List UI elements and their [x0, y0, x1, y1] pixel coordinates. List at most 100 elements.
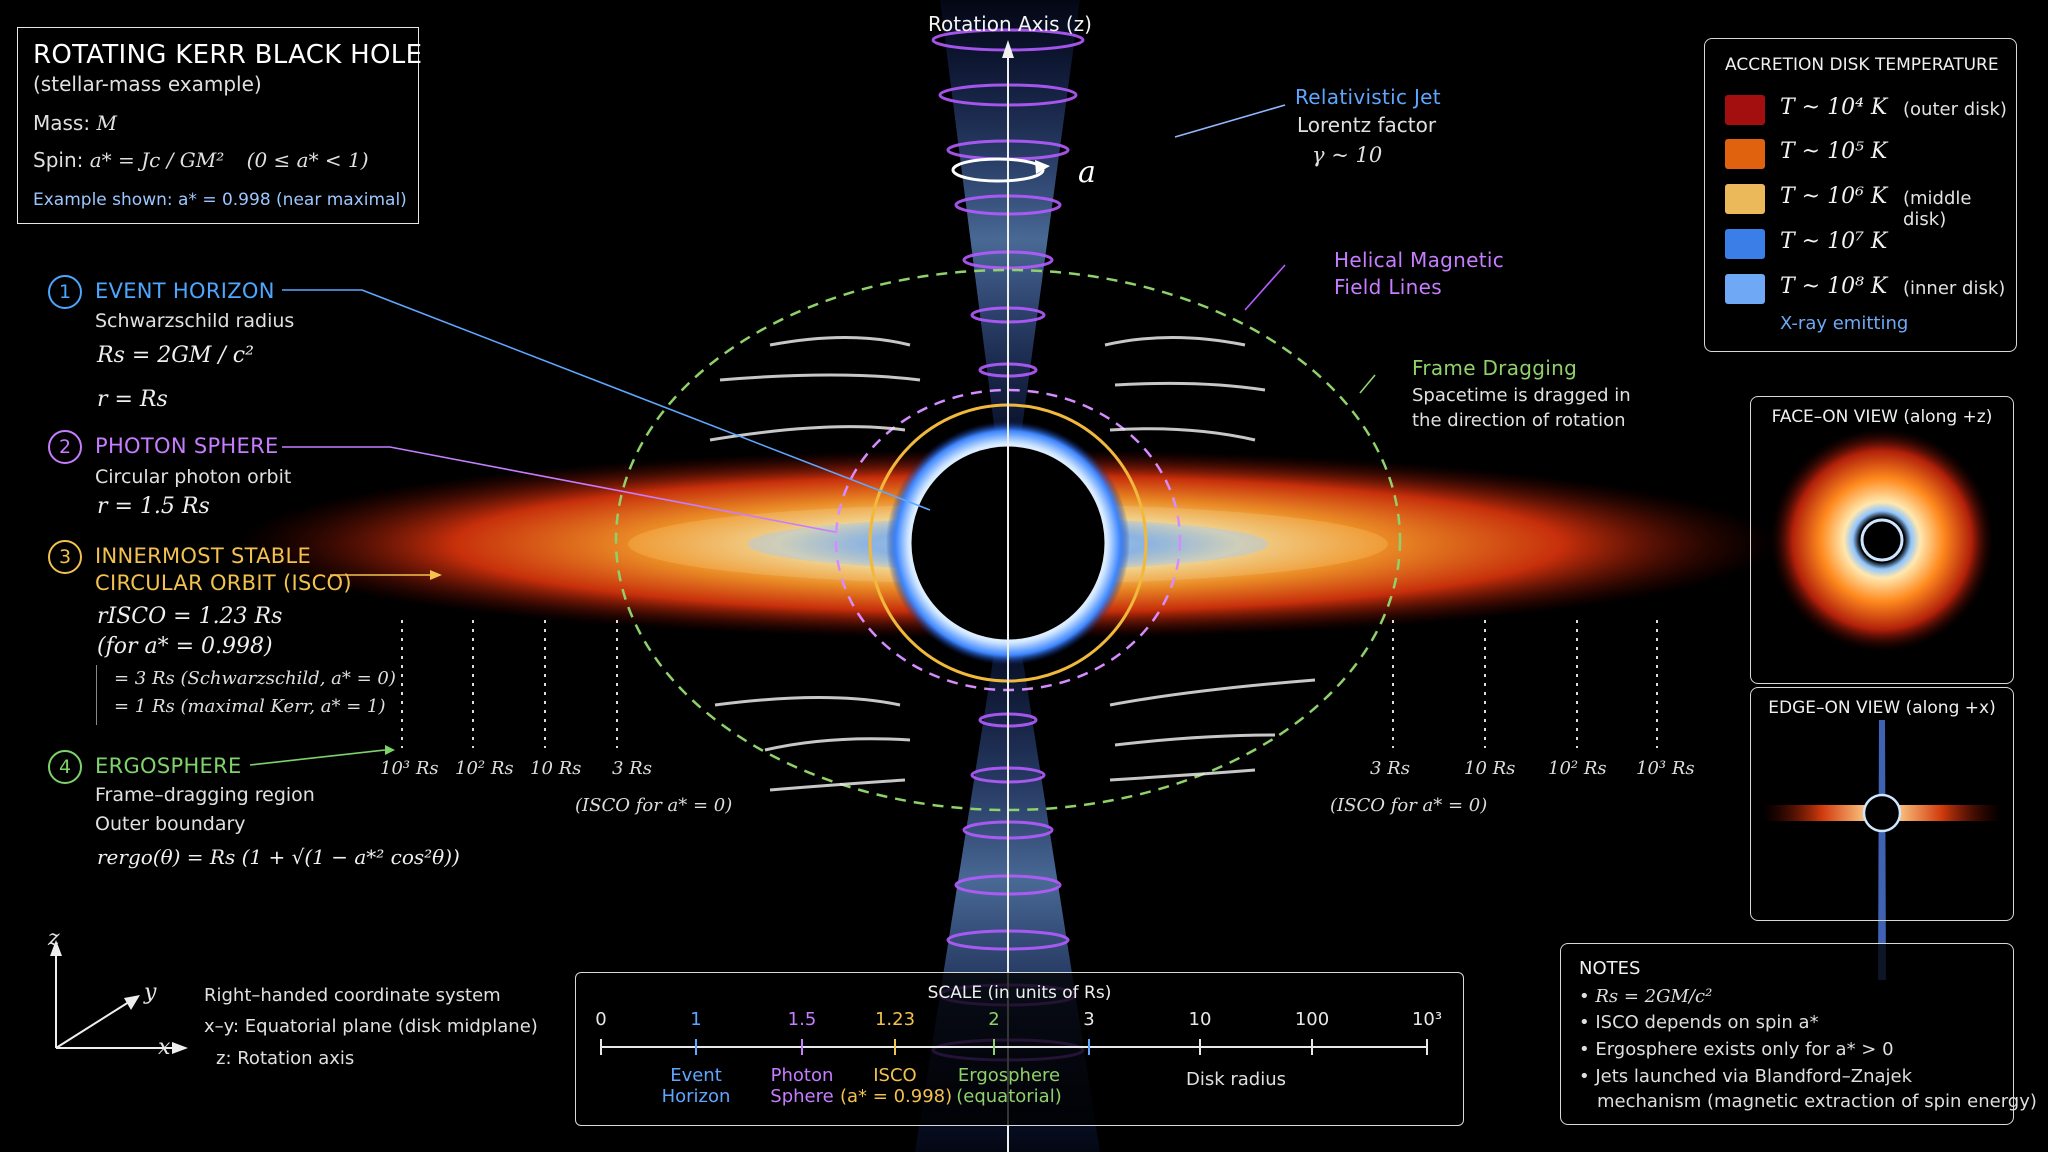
frame-dragging-arrows: [709, 336, 1316, 792]
coord-line-2: x–y: Equatorial plane (disk midplane): [204, 1016, 538, 1037]
temp-row-1: T ~ 10⁴ K: [1780, 95, 1888, 120]
edge-on-jet: [1878, 720, 1886, 980]
ergosphere-title: ERGOSPHERE: [95, 754, 242, 778]
tick-left-100: 10² Rs: [455, 758, 514, 779]
temp-note-5: (inner disk): [1903, 278, 2006, 299]
mass-label: Mass: M: [33, 111, 117, 135]
isco-title-1: INNERMOST STABLE: [95, 544, 312, 568]
scale-label-isco: ISCO(a* = 0.998): [840, 1065, 953, 1107]
scale-tick-100: 100: [1294, 1009, 1330, 1030]
coordinate-axes: [50, 940, 188, 1054]
event-horizon-radius: r = Rs: [97, 387, 168, 412]
isco-schwarzschild: = 3 Rs (Schwarzschild, a* = 0): [114, 668, 396, 689]
example-note: Example shown: a* = 0.998 (near maximal): [33, 190, 407, 210]
scale-axis: [600, 1039, 1428, 1055]
isco-title-2: CIRCULAR ORBIT (ISCO): [95, 571, 352, 595]
ergosphere-boundary: [614, 268, 1402, 812]
spin-symbol: a: [1078, 155, 1096, 190]
isco-spin-note: (for a* = 0.998): [97, 634, 273, 659]
ergosphere-boundary-label: Outer boundary: [95, 813, 246, 835]
swatch-middle: [1725, 184, 1765, 214]
coord-line-1: Right–handed coordinate system: [204, 985, 501, 1006]
helical-label-2: Field Lines: [1334, 275, 1442, 299]
temp-note-1: (outer disk): [1903, 99, 2007, 120]
xray-note: X-ray emitting: [1780, 313, 1909, 334]
event-horizon-formula: Rs = 2GM / c²: [97, 343, 254, 368]
scale-tick-0: 0: [595, 1009, 607, 1030]
jet-title: Relativistic Jet: [1295, 85, 1441, 109]
jet-upper: [940, 0, 1080, 480]
note-item-3: • Ergosphere exists only for a* > 0: [1579, 1039, 1894, 1060]
tick-right-1000: 10³ Rs: [1636, 758, 1695, 779]
axis-z-label: z: [48, 926, 60, 951]
scale-tick-3: 3: [1083, 1009, 1095, 1030]
notes-box: NOTES • Rs = 2GM/c² • ISCO depends on sp…: [1560, 943, 2037, 1125]
tick-right-10: 10 Rs: [1464, 758, 1516, 779]
scale-tick-10: 10: [1188, 1009, 1212, 1030]
isco-note-right: (ISCO for a* = 0): [1330, 795, 1488, 816]
subtitle: (stellar-mass example): [33, 72, 262, 96]
ergosphere-formula: rergo(θ) = Rs (1 + √(1 − a*² cos²θ)): [97, 845, 460, 869]
scale-box: SCALE (in units of Rs) 0 1 1.5 1.23 2 3 …: [575, 972, 1464, 1126]
rotation-axis-label: Rotation Axis (z): [928, 12, 1092, 36]
scale-title: SCALE (in units of Rs): [927, 983, 1112, 1003]
tick-right-3: 3 Rs: [1370, 758, 1410, 779]
main-title: ROTATING KERR BLACK HOLE: [33, 40, 423, 70]
swatch-outer: [1725, 95, 1765, 125]
feature-number-4: 4: [48, 750, 82, 784]
coord-line-3: z: Rotation axis: [216, 1048, 355, 1069]
temperature-legend-title: ACCRETION DISK TEMPERATURE: [1725, 55, 1999, 75]
scale-tick-2: 2: [988, 1009, 1000, 1030]
radius-tick-lines: [401, 620, 1658, 748]
feature-number-2: 2: [48, 430, 82, 464]
isco-note-left: (ISCO for a* = 0): [575, 795, 733, 816]
frame-dragging-line1: Spacetime is dragged in: [1412, 385, 1631, 406]
temp-row-3: T ~ 10⁶ K: [1780, 184, 1888, 209]
face-on-view-box: FACE–ON VIEW (along +z): [1750, 396, 2014, 684]
edge-on-title: EDGE–ON VIEW (along +x): [1768, 698, 1996, 718]
ergosphere-desc: Frame–dragging region: [95, 784, 315, 806]
tick-left-3: 3 Rs: [612, 758, 652, 779]
feature-number-3: 3: [48, 540, 82, 574]
spin-line: Spin: a* = Jc / GM² (0 ≤ a* < 1): [33, 148, 369, 172]
note-item-5: mechanism (magnetic extraction of spin e…: [1597, 1091, 2037, 1112]
temp-note-3: (middle disk): [1903, 188, 1972, 230]
note-item-1: • Rs = 2GM/c²: [1579, 986, 1713, 1007]
isco-radius: rISCO = 1.23 Rs: [97, 604, 283, 629]
axis-x-label: x: [158, 1035, 171, 1060]
jet-gamma: γ ~ 10: [1312, 143, 1383, 167]
scale-tick-1-23: 1.23: [874, 1009, 916, 1030]
swatch-4: [1725, 229, 1765, 259]
edge-on-view-box: EDGE–ON VIEW (along +x): [1750, 687, 2014, 921]
jet-lorentz: Lorentz factor: [1297, 113, 1437, 137]
axis-y-label: y: [144, 980, 157, 1005]
title-box: ROTATING KERR BLACK HOLE (stellar-mass e…: [17, 27, 423, 224]
face-on-title: FACE–ON VIEW (along +z): [1771, 407, 1993, 427]
tick-left-1000: 10³ Rs: [380, 758, 439, 779]
swatch-2: [1725, 139, 1765, 169]
temp-row-4: T ~ 10⁷ K: [1780, 229, 1888, 254]
notes-title: NOTES: [1579, 958, 1641, 979]
note-item-4: • Jets launched via Blandford–Znajek: [1579, 1066, 1913, 1087]
temperature-legend: ACCRETION DISK TEMPERATURE T ~ 10⁴ K (ou…: [1704, 38, 2017, 352]
photon-sphere-title: PHOTON SPHERE: [95, 434, 279, 458]
note-item-2: • ISCO depends on spin a*: [1579, 1012, 1819, 1033]
scale-label-ergo: Ergosphere(equatorial): [956, 1065, 1062, 1107]
event-horizon-desc: Schwarzschild radius: [95, 310, 295, 332]
isco-bracket: [96, 665, 387, 725]
scale-tick-1: 1: [690, 1009, 702, 1030]
isco-maximal-kerr: = 1 Rs (maximal Kerr, a* = 1): [114, 696, 386, 717]
frame-dragging-line2: the direction of rotation: [1412, 410, 1626, 431]
scale-tick-1-5: 1.5: [787, 1009, 817, 1030]
temp-row-2: T ~ 10⁵ K: [1780, 139, 1888, 164]
temp-row-5: T ~ 10⁸ K: [1780, 274, 1888, 299]
scale-tick-1000: 10³: [1411, 1009, 1443, 1030]
swatch-inner: [1725, 274, 1765, 304]
tick-left-10: 10 Rs: [530, 758, 582, 779]
event-horizon-title: EVENT HORIZON: [95, 279, 275, 303]
photon-sphere-desc: Circular photon orbit: [95, 466, 292, 488]
frame-dragging-title: Frame Dragging: [1412, 356, 1578, 380]
